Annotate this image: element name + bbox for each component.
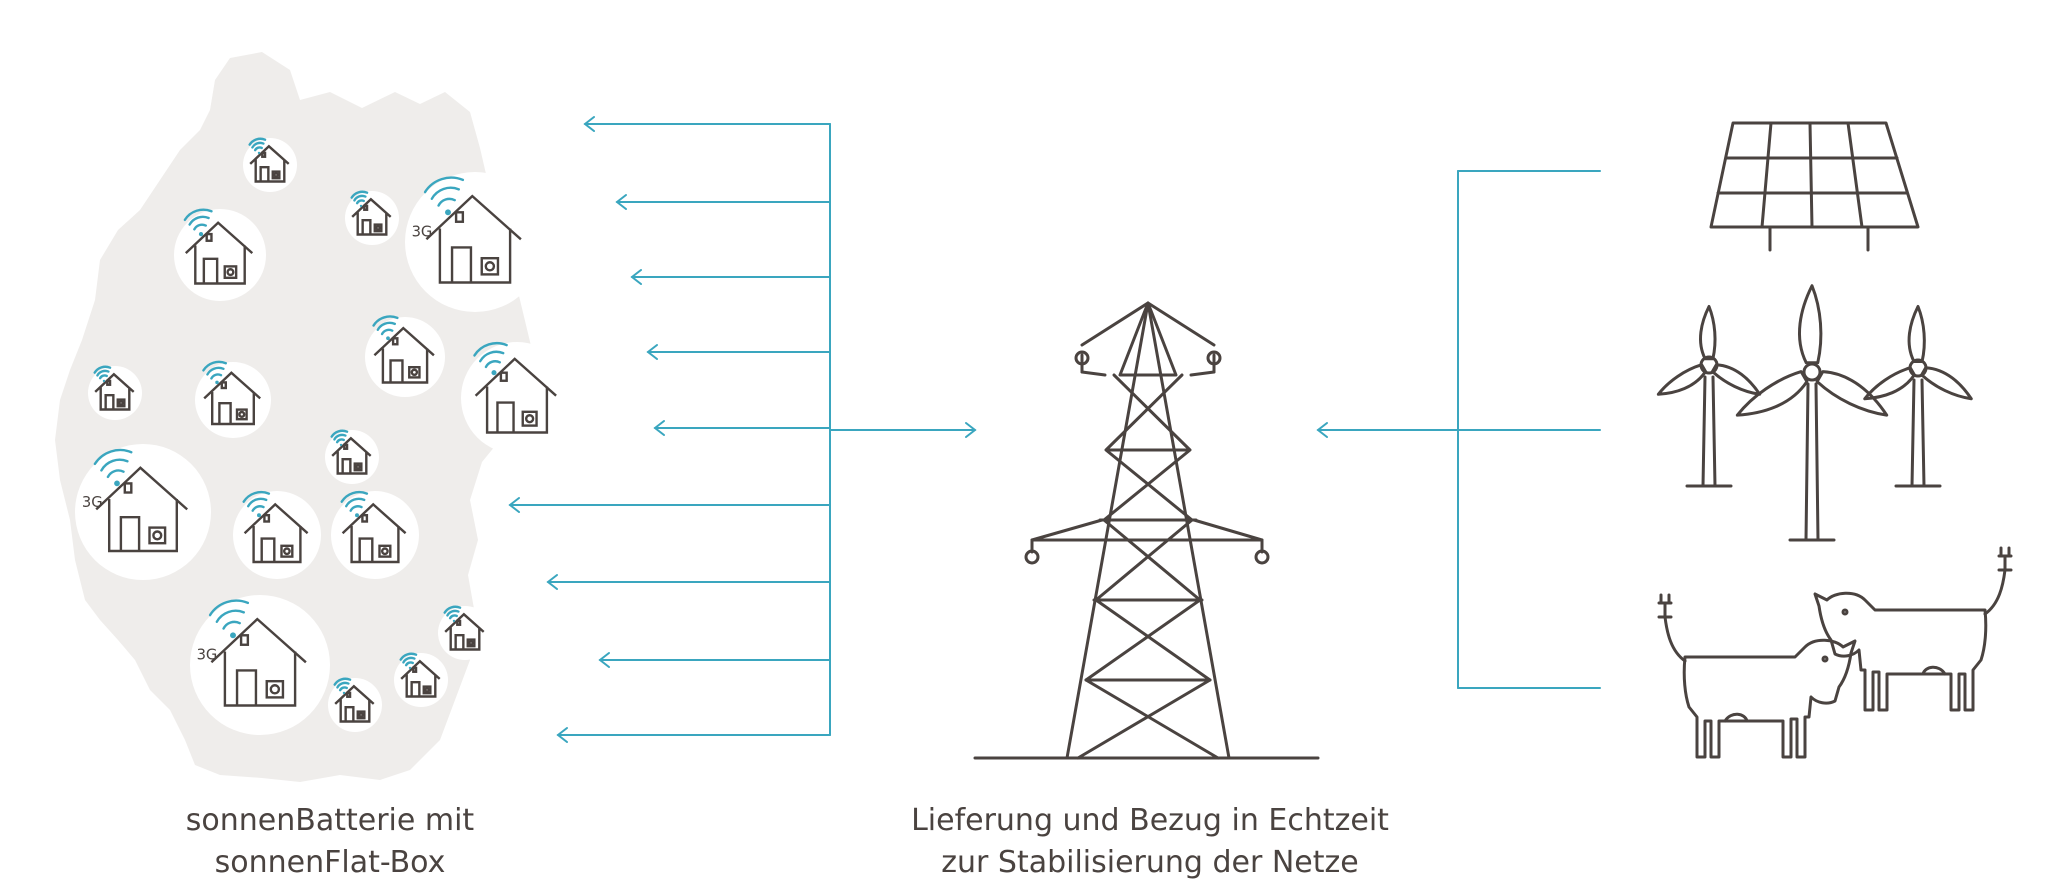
house-with-battery-icon [345, 190, 399, 245]
power-pylon-icon [973, 301, 1320, 760]
network-label: 3G [197, 647, 218, 664]
caption-grid: Lieferung und Bezug in Echtzeit zur Stab… [840, 800, 1460, 884]
house-with-battery-icon [195, 360, 271, 438]
house-with-battery-icon: 3G [405, 172, 545, 312]
wind-turbine-icon [1735, 284, 1889, 542]
house-with-battery-icon [174, 208, 266, 301]
house-with-battery-icon [331, 490, 419, 579]
wind-turbine-icon [1656, 304, 1762, 488]
wind-turbine-icon [1863, 304, 1973, 488]
house-with-battery-icon [243, 137, 297, 192]
caption-center-line2: zur Stabilisierung der Netze [941, 845, 1359, 880]
house-with-battery-icon: 3G [190, 595, 330, 735]
connector-lines [508, 116, 1601, 743]
caption-left-line2: sonnenFlat-Box [214, 845, 446, 880]
left-connector [508, 116, 977, 743]
biogas-cow-icon [1657, 593, 1857, 759]
house-with-battery-icon [328, 677, 382, 732]
biogas-cow-icon [1813, 546, 2013, 712]
right-connector [1316, 170, 1601, 689]
house-with-battery-icon [88, 365, 142, 420]
house-with-battery-icon [461, 342, 573, 454]
house-with-battery-icon: 3G [75, 444, 211, 580]
solar-panel-icon [1709, 121, 1920, 252]
wind-turbines-icon [1656, 284, 1973, 542]
caption-sonnenbatterie: sonnenBatterie mit sonnenFlat-Box [110, 800, 550, 884]
caption-left-line1: sonnenBatterie mit [185, 803, 475, 838]
network-label: 3G [82, 494, 103, 511]
house-with-battery-icon [233, 490, 321, 579]
network-label: 3G [412, 224, 433, 241]
cows-icon [1657, 546, 2013, 759]
caption-center-line1: Lieferung und Bezug in Echtzeit [911, 803, 1389, 838]
house-with-battery-icon [325, 429, 379, 484]
house-with-battery-icon [394, 652, 448, 707]
houses-group: 3G 3G 3G [75, 137, 573, 735]
house-with-battery-icon [365, 315, 445, 397]
house-with-battery-icon [438, 605, 492, 660]
